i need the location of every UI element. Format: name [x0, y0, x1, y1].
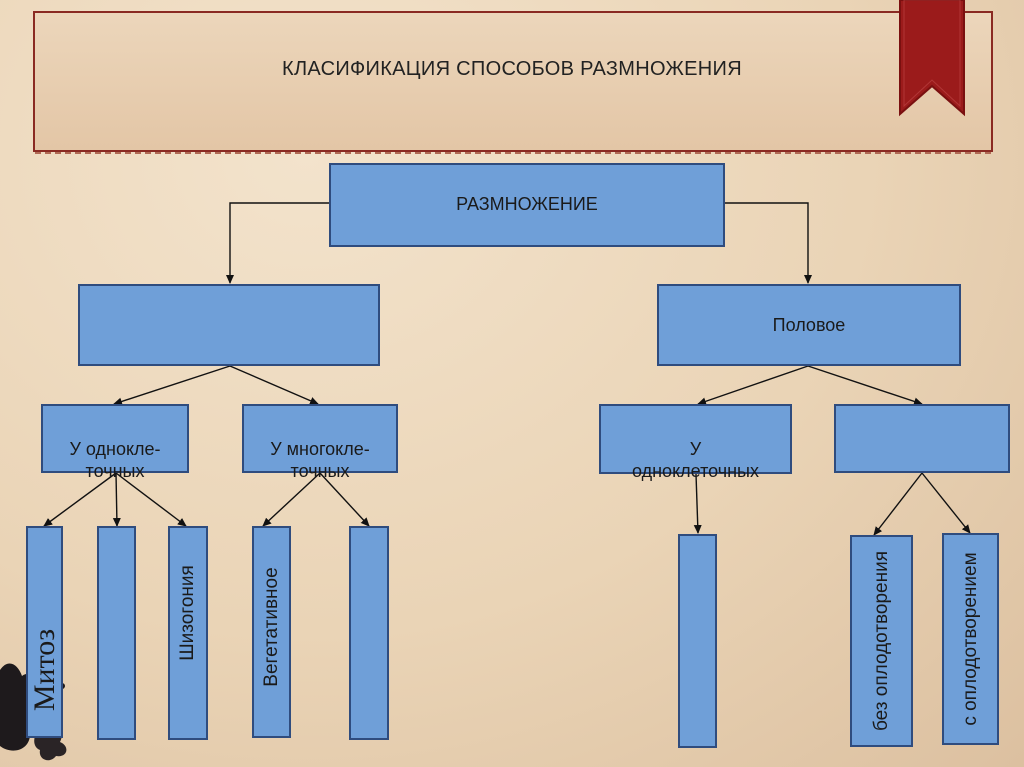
asexual-multicellular-box: У многокле- точных	[242, 404, 398, 481]
leaf-blank-3	[678, 534, 717, 748]
leaf-without-fertilization-label: без оплодотворения	[870, 550, 892, 732]
connector-without-fertilization	[873, 472, 923, 536]
asexual-multicellular-label: У многокле- точных	[270, 439, 370, 481]
connector-schizogony	[115, 472, 187, 527]
sexual-box: Половое	[657, 284, 961, 366]
page-title: КЛАСИФИКАЦИЯ СПОСОБОВ РАЗМНОЖЕНИЯ	[282, 58, 742, 80]
asexual-unicellular-box: У однокле- точных	[41, 404, 189, 481]
connector-mitosis	[43, 472, 117, 527]
asexual-unicellular-label: У однокле- точных	[69, 439, 161, 481]
connector-with-fertilization	[921, 472, 971, 534]
leaf-schizogony-label: Шизогония	[177, 565, 198, 661]
bookmark-ribbon-icon	[899, 0, 965, 117]
leaf-vegetative-label: Вегетативное	[260, 567, 282, 687]
connector-blank-2	[319, 472, 370, 527]
connector-root-right	[724, 202, 812, 284]
sexual-unicellular-box: У одноклеточных	[599, 404, 792, 481]
connector-asexual-unicellular	[113, 365, 231, 406]
leaf-vegetative: Вегетативное	[252, 526, 291, 738]
title-frame	[33, 11, 993, 154]
connector-sexual-right	[807, 365, 923, 406]
leaf-mitosis: Митоз	[26, 526, 63, 738]
connector-vegetative	[262, 472, 321, 527]
root-label: РАЗМНОЖЕНИЕ	[456, 194, 598, 214]
root-box: РАЗМНОЖЕНИЕ	[329, 163, 725, 247]
leaf-schizogony: Шизогония	[168, 526, 208, 740]
leaf-blank-1	[97, 526, 136, 740]
asexual-box	[78, 284, 380, 366]
sexual-label: Половое	[772, 315, 846, 335]
connector-blank-1	[112, 472, 121, 527]
leaf-with-fertilization-label: с оплодотворением	[959, 552, 981, 726]
sexual-right-box	[834, 404, 1010, 473]
leaf-without-fertilization: без оплодотворения	[850, 535, 913, 747]
sexual-unicellular-label: У одноклеточных	[632, 439, 759, 481]
connector-root-left	[226, 202, 330, 284]
connector-sexual-unicellular	[697, 365, 809, 406]
connector-blank-3	[693, 473, 702, 534]
leaf-mitosis-label: Митоз	[27, 628, 61, 712]
leaf-blank-2	[349, 526, 389, 740]
connector-asexual-multicellular	[229, 365, 319, 405]
leaf-with-fertilization: с оплодотворением	[942, 533, 999, 745]
